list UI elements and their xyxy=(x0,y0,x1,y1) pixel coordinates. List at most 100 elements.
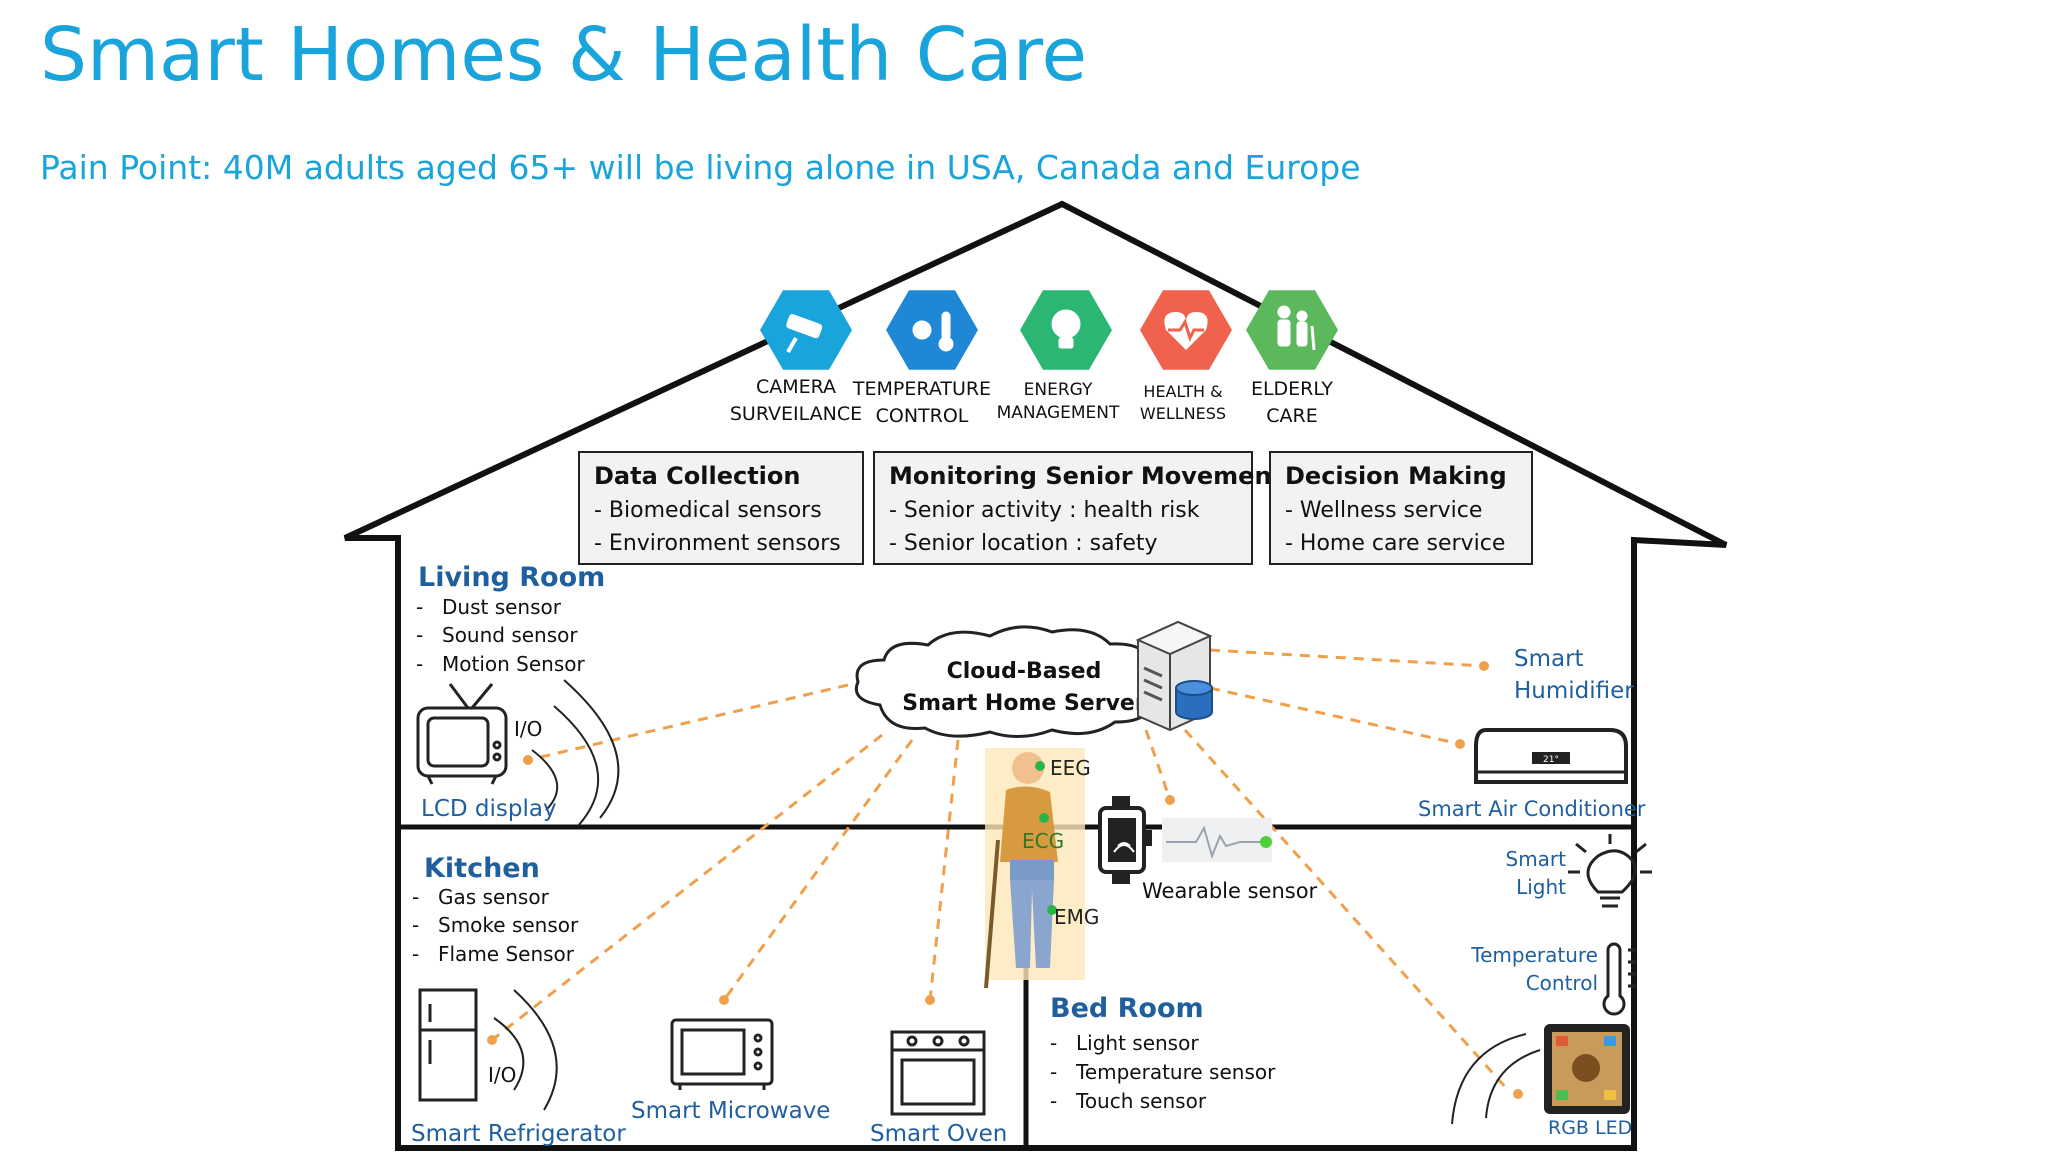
endpoint-oven xyxy=(925,995,935,1005)
connection-endpoints xyxy=(487,661,1523,1099)
list-dash: - xyxy=(1050,1031,1057,1055)
service-energy-icon xyxy=(1020,290,1112,370)
service-temperature-icon xyxy=(886,290,978,370)
refrigerator-icon xyxy=(418,988,478,1102)
list-dash: - xyxy=(412,942,419,966)
kitchen: Kitchen - Gas sensor - Smoke sensor - Fl… xyxy=(412,853,579,966)
list-item: Temperature sensor xyxy=(1075,1060,1276,1084)
info-box-decision: Decision Making - Wellness service - Hom… xyxy=(1269,451,1533,565)
service-elderly-icon xyxy=(1246,290,1338,370)
service-energy-label-1: ENERGY xyxy=(1024,380,1093,400)
kitchen-title: Kitchen xyxy=(424,853,540,884)
link-ac xyxy=(1209,686,1461,746)
fridge-io-label: I/O xyxy=(488,1063,516,1087)
info-box-frame xyxy=(873,451,1253,565)
rgb-led-label: RGB LED xyxy=(1548,1117,1632,1139)
endpoint-fridge xyxy=(487,1035,497,1045)
info-box-frame xyxy=(578,451,864,565)
ac-display-readout: 21° xyxy=(1543,755,1559,765)
house-roof xyxy=(343,200,1728,1151)
air-conditioner-icon: 21° xyxy=(1474,728,1628,784)
fridge-signal-icon xyxy=(493,989,558,1111)
living-room: Living Room - Dust sensor - Sound sensor… xyxy=(416,562,605,676)
list-item: Touch sensor xyxy=(1075,1089,1207,1113)
tv-io-label: I/O xyxy=(514,717,542,741)
connection-lines xyxy=(491,648,1510,1092)
info-box-title: Data Collection xyxy=(594,462,800,490)
smartwatch-icon xyxy=(1098,796,1152,884)
ac-label: Smart Air Conditioner xyxy=(1418,797,1646,821)
tv-signal-icon xyxy=(531,679,620,827)
service-hexagon xyxy=(1246,290,1338,370)
service-health-label-2: WELLNESS xyxy=(1140,404,1226,423)
server-label-1: Cloud-Based xyxy=(947,659,1102,684)
list-dash: - xyxy=(416,623,423,647)
info-box-title: Decision Making xyxy=(1285,462,1507,490)
tv-icon xyxy=(416,683,508,785)
bed-room: Bed Room - Light sensor - Temperature se… xyxy=(1050,993,1276,1113)
info-box-data-collection: Data Collection - Biomedical sensors - E… xyxy=(578,451,864,565)
ecg-sensor-dot xyxy=(1039,813,1049,823)
elderly-person-illustration: EEG ECG EMG xyxy=(984,748,1099,989)
info-box-item: - Biomedical sensors xyxy=(594,498,822,523)
list-dash: - xyxy=(416,595,423,619)
info-box-item: - Wellness service xyxy=(1285,498,1482,523)
emg-label: EMG xyxy=(1054,905,1099,929)
list-dash: - xyxy=(412,885,419,909)
eeg-sensor-dot xyxy=(1035,761,1045,771)
service-hexagon xyxy=(886,290,978,370)
service-temperature-label-1: TEMPERATURE xyxy=(852,378,991,400)
info-box-item: - Environment sensors xyxy=(594,531,841,556)
service-camera-label-2: SURVEILANCE xyxy=(730,403,862,425)
info-box-monitoring: Monitoring Senior Movement - Senior acti… xyxy=(873,451,1283,565)
list-dash: - xyxy=(1050,1060,1057,1084)
server-label-2: Smart Home Server xyxy=(902,691,1146,716)
list-item: Dust sensor xyxy=(442,595,562,619)
link-fridge xyxy=(491,733,883,1042)
service-labels: CAMERA SURVEILANCE TEMPERATURE CONTROL E… xyxy=(730,376,1334,427)
service-health-label-1: HEALTH & xyxy=(1143,382,1222,401)
eeg-label: EEG xyxy=(1050,756,1091,780)
tablet-signal-icon xyxy=(1451,1033,1541,1125)
link-lcd xyxy=(527,683,849,762)
lightbulb-icon xyxy=(1568,834,1652,908)
service-glyph xyxy=(1277,305,1316,351)
info-box-item: - Senior location : safety xyxy=(889,531,1158,556)
wearable-label: Wearable sensor xyxy=(1142,879,1318,903)
endpoint-ac xyxy=(1455,739,1465,749)
endpoint-microwave xyxy=(719,995,729,1005)
light-label-1: Smart xyxy=(1506,847,1567,871)
info-box-frame xyxy=(1269,451,1533,565)
service-energy-label-2: MANAGEMENT xyxy=(997,403,1120,423)
list-item: Motion Sensor xyxy=(442,652,585,676)
endpoint-rgb xyxy=(1513,1089,1523,1099)
temperature-label-1: Temperature xyxy=(1470,943,1598,967)
cloud-server: Cloud-Based Smart Home Server xyxy=(854,620,1213,739)
page-subtitle: Pain Point: 40M adults aged 65+ will be … xyxy=(40,148,1361,187)
fridge-label: Smart Refrigerator xyxy=(411,1121,626,1147)
link-rgb xyxy=(1183,728,1510,1092)
list-item: Flame Sensor xyxy=(438,942,575,966)
service-glyph xyxy=(912,311,954,352)
tablet-icon xyxy=(1544,1024,1630,1114)
list-dash: - xyxy=(416,652,423,676)
service-camera-icon xyxy=(760,290,852,370)
database-icon xyxy=(1175,680,1213,720)
ecg-label: ECG xyxy=(1022,829,1064,853)
service-glyph xyxy=(1164,312,1208,350)
service-glyph xyxy=(1051,309,1081,349)
endpoint-wearable xyxy=(1165,795,1175,805)
list-item: Light sensor xyxy=(1076,1031,1199,1055)
list-item: Smoke sensor xyxy=(438,913,579,937)
info-box-item: - Home care service xyxy=(1285,531,1505,556)
page-title: Smart Homes & Health Care xyxy=(40,12,1088,98)
service-camera-label-1: CAMERA xyxy=(756,376,836,398)
heartbeat-monitor-icon xyxy=(1162,818,1272,862)
service-elderly-label-2: CARE xyxy=(1266,405,1317,427)
link-microwave xyxy=(722,739,914,1001)
light-label-2: Light xyxy=(1516,875,1566,899)
info-box-title: Monitoring Senior Movement xyxy=(889,462,1283,490)
info-box-item: - Senior activity : health risk xyxy=(889,498,1200,523)
list-dash: - xyxy=(1050,1089,1057,1113)
